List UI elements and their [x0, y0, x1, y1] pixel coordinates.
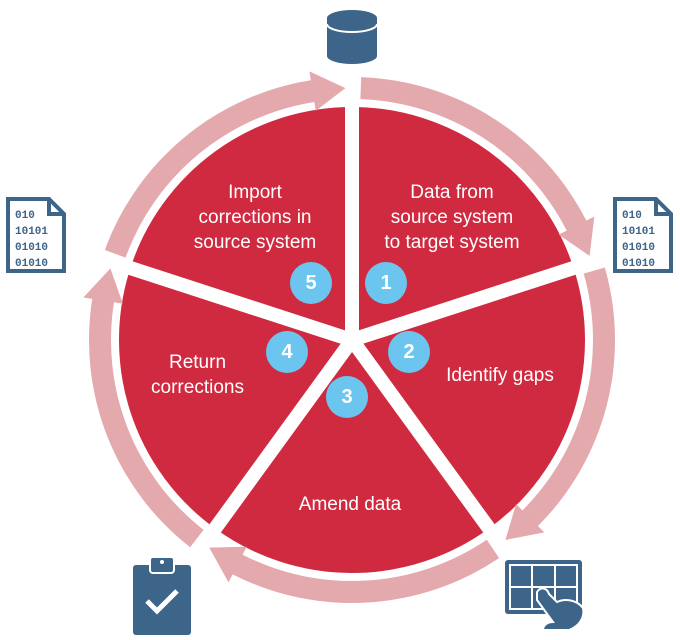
- step-1-label: Data from source system to target system: [384, 182, 520, 253]
- svg-text:010: 010: [15, 210, 35, 222]
- svg-text:010: 010: [622, 210, 642, 222]
- cycle-arrows: [83, 71, 615, 603]
- touch-table-icon: [505, 560, 585, 631]
- step-3-label: Amend data: [298, 494, 402, 515]
- cycle-arrow-3: [209, 539, 500, 603]
- cycle-arrow-2: [505, 267, 615, 540]
- step-2-badge: 2: [388, 331, 430, 373]
- svg-text:01010: 01010: [622, 258, 655, 270]
- step-3-badge: 3: [326, 376, 368, 418]
- cycle-arrow-1: [360, 77, 595, 256]
- cycle-arrow-5: [104, 71, 346, 258]
- binary-file-icon-left: 010 10101 01010 01010: [6, 197, 66, 273]
- svg-text:01010: 01010: [15, 242, 48, 254]
- svg-text:01010: 01010: [15, 258, 48, 270]
- step-4-badge: 4: [266, 331, 308, 373]
- database-icon: [326, 10, 378, 64]
- svg-text:10101: 10101: [15, 226, 48, 238]
- binary-file-icon-right: 010 10101 01010 01010: [613, 197, 673, 273]
- svg-text:01010: 01010: [622, 242, 655, 254]
- step-1-badge: 1: [365, 262, 407, 304]
- svg-text:10101: 10101: [622, 226, 655, 238]
- step-4-label: Return corrections: [151, 352, 244, 398]
- step-2-label: Identify gaps: [446, 365, 554, 386]
- cycle-arrow-4: [83, 268, 204, 548]
- step-5-badge: 5: [290, 262, 332, 304]
- step-5-label: Import corrections in source system: [193, 182, 317, 253]
- clipboard-check-icon: [133, 556, 191, 635]
